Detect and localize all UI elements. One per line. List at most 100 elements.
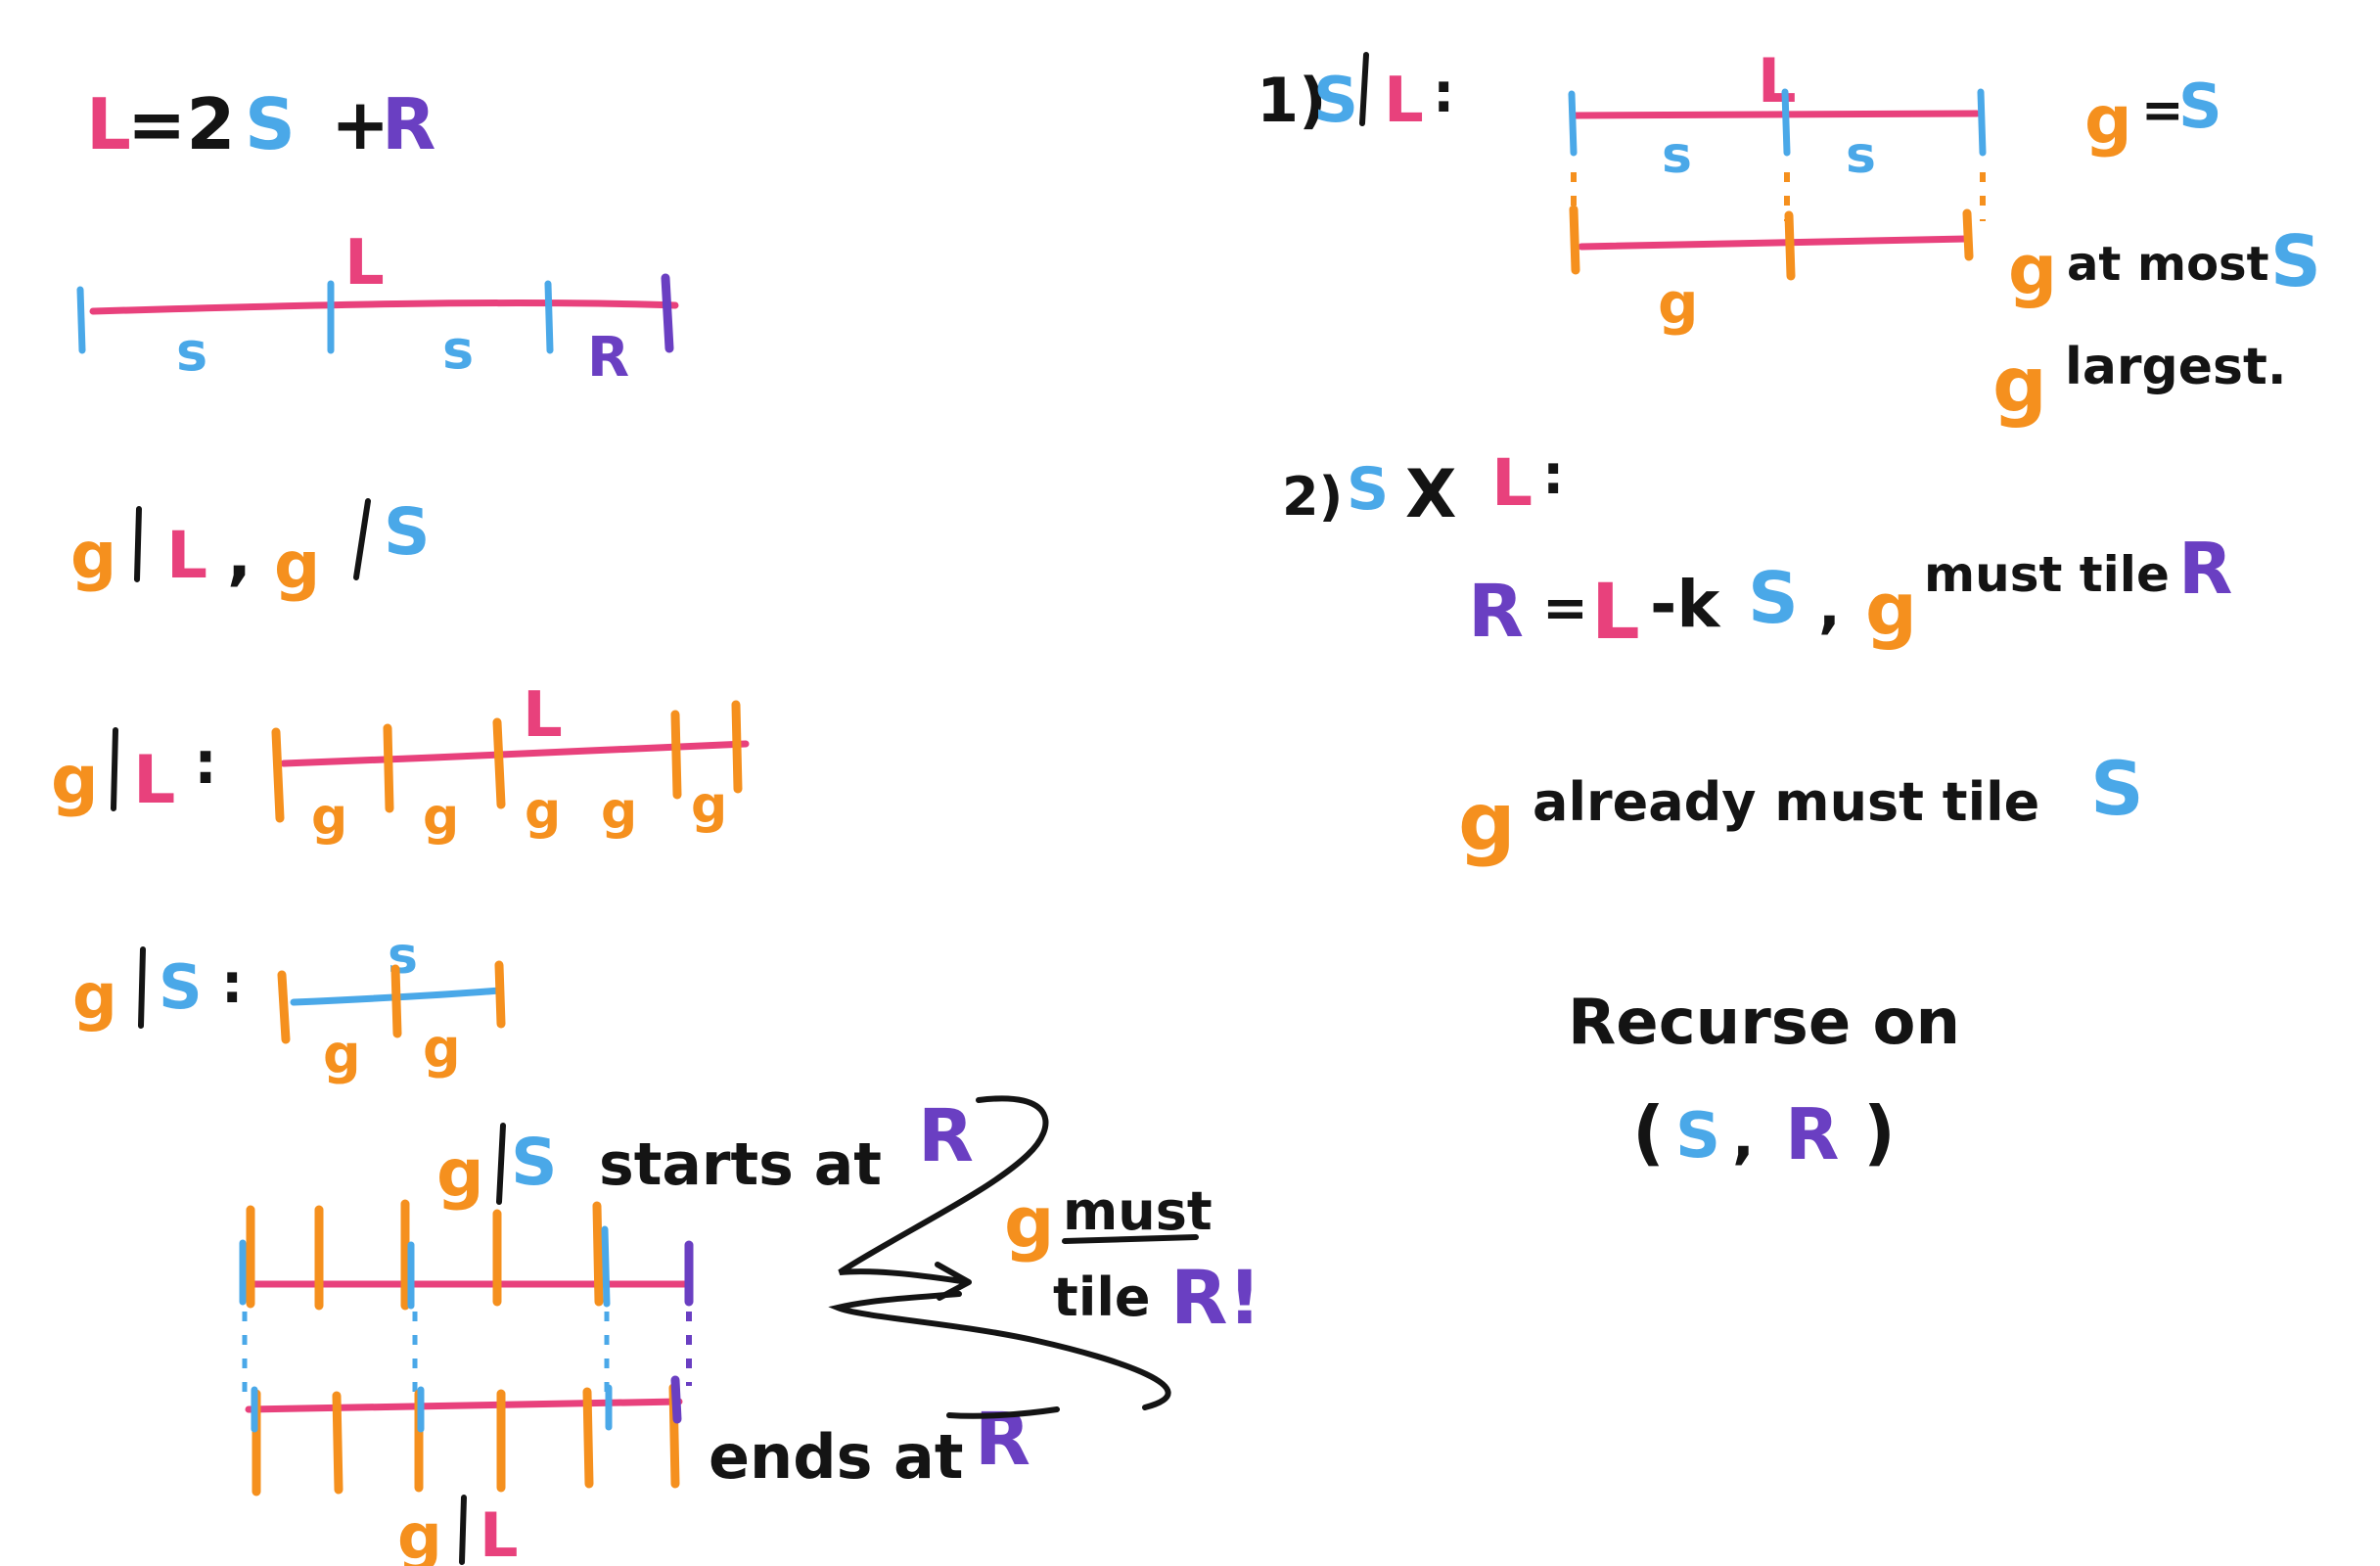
c1-at-most: at most [2067,237,2269,292]
div-g2: g [274,528,320,603]
c2-not-divides: X [1405,456,1456,533]
c1-S: S [1313,65,1358,137]
c2-open-paren: ( [1632,1091,1665,1174]
c1-top-tick-3 [1977,88,1987,157]
bd-g: g [436,1135,484,1213]
gS-S: S [159,951,203,1023]
eq-equals-2: =2 [127,83,235,165]
c2-close-paren: ) [1863,1091,1896,1174]
bd-tile: tile [1053,1267,1150,1328]
bd-bottom-L: L [480,1499,519,1566]
c1-num: 1) [1257,65,1326,136]
c2-already: already must tile [1533,771,2039,833]
top-label-s1: s [176,321,207,383]
gL-g-label-4: g [601,782,637,841]
ends-arrow [828,1291,1171,1410]
bd-ends-R: R [975,1398,1030,1482]
gL-g-label-3: g [525,782,561,841]
top-tick-1 [76,286,86,354]
gS-colon: : [221,952,243,1016]
div-S: S [384,494,431,570]
top-label-s2: s [442,319,474,381]
c1-top-L: L [1758,45,1797,116]
gS-tick-1 [277,970,291,1044]
div-bar1 [134,506,142,582]
c1-bottom-tick-1 [1569,205,1580,275]
gL-top-L: L [523,679,563,752]
top-tick-3 [544,280,554,354]
c2-recurse: Recurse on [1568,987,1960,1059]
bd-upper-tick-5 [592,1201,604,1307]
c1-L: L [1384,65,1424,137]
c1-largest: largest. [2065,338,2287,396]
bd-starts-R: R [918,1094,974,1178]
bd-lower-end [670,1375,682,1424]
gS-g: g [72,961,117,1034]
gS-tick-2 [390,964,402,1038]
g-divides-S-section: g S : s g g [72,927,506,1085]
div-bar2 [353,498,371,580]
gL-pink-line [280,740,750,767]
c1-g-label: g [1658,270,1699,337]
c1-bottom-pink-line [1578,235,1971,251]
c2-num: 2) [1282,466,1343,528]
gL-colon: : [194,729,217,798]
gS-bar [138,946,146,1029]
c2-already-g: g [1458,776,1516,869]
gL-tick-1 [271,727,285,823]
case-1-S-divides-L: 1) S L : L s s g g = S g at most S g lar… [1257,45,2321,430]
bd-must-underline [1062,1234,1199,1244]
bd-bottom-bar [459,1495,467,1565]
bd-lower-pink-line [245,1398,683,1413]
gL-g-label-1: g [311,788,347,847]
gS-g-label-2: g [423,1018,461,1080]
top-label-L: L [344,227,385,299]
div-sep: , [227,518,252,593]
gL-tick-2 [383,723,394,813]
divides-line: g L , g S [70,494,431,603]
c1-s-label-1: s [1662,126,1692,185]
c2-colon: : [1542,443,1564,507]
bd-S: S [511,1125,558,1200]
bd-ends-at: ends at [709,1421,964,1493]
bd-tile-R: R! [1170,1254,1261,1341]
bd-bottom-g: g [397,1501,442,1566]
g-divides-L-section: g L : L g g g g g [51,679,750,847]
c1-colon: : [1433,62,1454,125]
gL-g-label-2: g [423,788,459,847]
c1-at-most-g: g [2008,230,2057,310]
gS-blue-line [290,987,503,1006]
bd-must: must [1063,1180,1213,1242]
gL-tick-4 [670,710,682,800]
c2-must-tile: must tile [1924,546,2170,603]
bottom-tiling-diagram: g S starts at R ends at R [239,1094,1261,1566]
c2-already-S: S [2090,745,2144,832]
eq-S: S [245,83,296,165]
c2-L: L [1491,445,1533,521]
gS-tick-3 [494,960,506,1029]
c1-g-eq: g [2084,82,2132,160]
c1-bottom-tick-2 [1784,210,1796,281]
eq-R: R [382,83,435,165]
bd-bar [496,1123,506,1205]
c2-pair-comma: , [1732,1103,1755,1172]
equation-l-2s-r: L =2 S + R [86,83,435,165]
bd-lower-tick-2 [332,1391,343,1495]
c2-S2: S [1748,557,1799,639]
c2-L2: L [1591,569,1640,657]
c2-R: R [1468,570,1524,654]
c2-comma: , [1818,573,1841,641]
c2-pair-S: S [1675,1100,1720,1173]
bd-must-g: g [1004,1181,1055,1264]
top-line-L [89,299,679,315]
div-L: L [166,518,207,593]
c2-g: g [1865,568,1917,652]
gL-g-label-5: g [691,776,727,835]
c1-top-tick-1 [1568,90,1578,157]
c2-minus-k: -k [1650,567,1721,642]
c2-tile-R: R [2178,528,2232,610]
c2-pair-R: R [1785,1093,1839,1175]
eq-L: L [86,83,131,165]
c1-bar [1359,52,1369,126]
